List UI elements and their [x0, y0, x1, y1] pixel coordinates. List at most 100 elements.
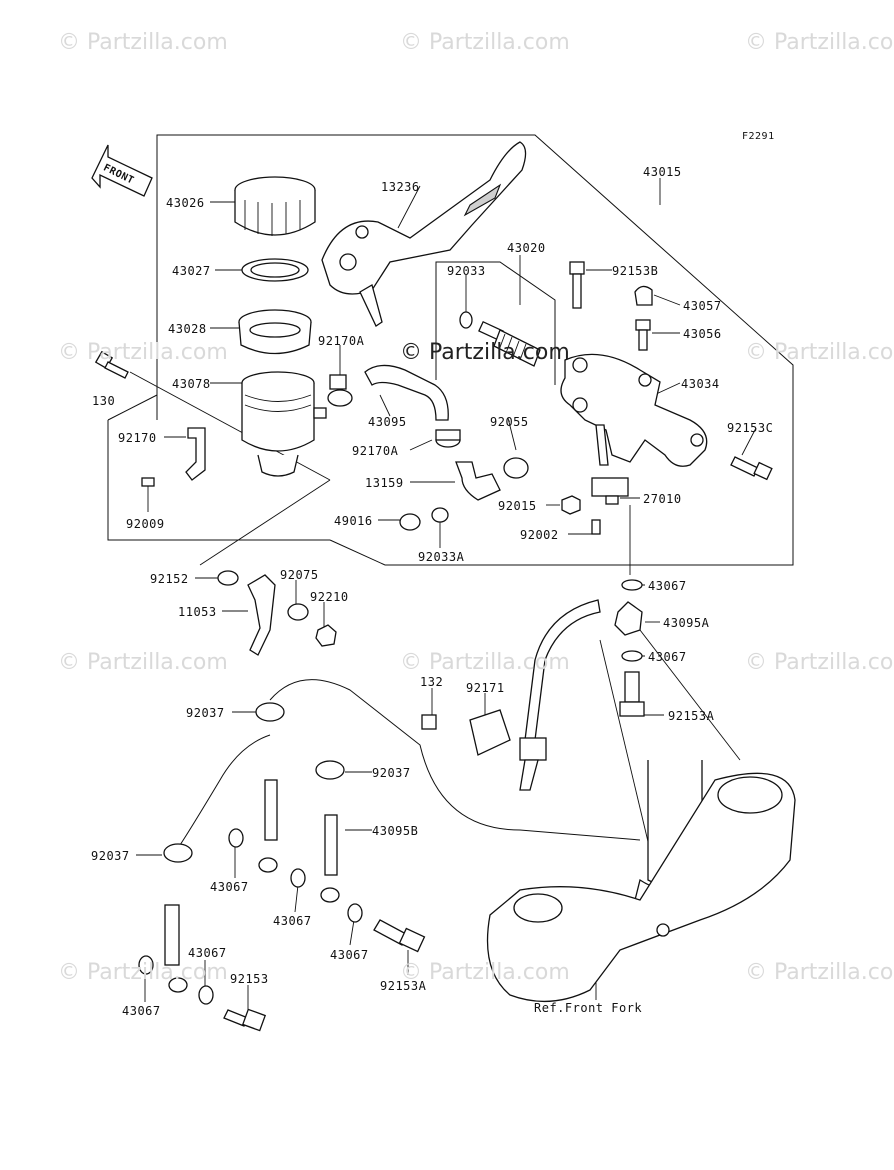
- callout-92153B: 92153B: [612, 264, 659, 278]
- bracket-92170: [185, 427, 206, 481]
- washers-43067-lower: [138, 828, 363, 1005]
- hose-43095B: [164, 779, 340, 993]
- callout-92037-middle: 92037: [372, 766, 411, 780]
- callout-43027: 43027: [172, 264, 211, 278]
- callout-92153C: 92153C: [727, 421, 774, 435]
- watermark: © Partzilla.com: [745, 960, 894, 985]
- callout-49016: 49016: [334, 514, 373, 528]
- callout-92002: 92002: [520, 528, 559, 542]
- watermark: © Partzilla.com: [745, 30, 894, 55]
- hose-43095A: [519, 599, 643, 791]
- banjo-92037-top: [255, 702, 285, 722]
- watermark: © Partzilla.com: [400, 960, 570, 985]
- callout-130: 130: [92, 394, 116, 408]
- damper-92075: [287, 603, 309, 621]
- nut-92015: [561, 495, 581, 515]
- reservoir-diaphragm: [238, 309, 312, 355]
- bolt-130: [94, 350, 129, 379]
- banjo-92037-middle: [315, 760, 345, 780]
- brake-lever: [321, 141, 527, 327]
- callout-43067-c: 43067: [330, 948, 369, 962]
- oring-92055: [503, 457, 529, 479]
- callout-27010: 27010: [643, 492, 682, 506]
- callout-92171: 92171: [466, 681, 505, 695]
- bolt-92153C: [730, 456, 773, 481]
- reservoir-cap: [234, 176, 316, 236]
- callout-92075: 92075: [280, 568, 319, 582]
- callout-43028: 43028: [168, 322, 207, 336]
- callout-92170A-lower: 92170A: [352, 444, 399, 458]
- callout-92033: 92033: [447, 264, 486, 278]
- circlip-92033A: [431, 507, 449, 523]
- reservoir-body: [241, 371, 327, 477]
- reference-label: Ref.Front Fork: [534, 1001, 643, 1015]
- switch-27010: [591, 477, 629, 505]
- assembly-outline-43020: [435, 261, 556, 385]
- callout-92153A-lower: 92153A: [380, 979, 427, 993]
- callout-43067-a: 43067: [210, 880, 249, 894]
- callout-43020: 43020: [507, 241, 546, 255]
- callout-43067-top: 43067: [648, 579, 687, 593]
- callout-92170: 92170: [118, 431, 157, 445]
- callout-92009: 92009: [126, 517, 165, 531]
- callout-92055: 92055: [490, 415, 529, 429]
- callout-92037-left: 92037: [91, 849, 130, 863]
- bolt-92153A-right: [619, 671, 645, 717]
- front-fork-reference: [486, 760, 796, 1003]
- watermark: © Partzilla.com: [58, 30, 228, 55]
- bleeder-valve-43056: [635, 319, 651, 351]
- callout-92037-top: 92037: [186, 706, 225, 720]
- grommet-49016: [399, 513, 421, 531]
- clamp-92171: [469, 709, 511, 756]
- screw-92002: [591, 519, 601, 535]
- callout-92015: 92015: [498, 499, 537, 513]
- watermark: © Partzilla.com: [58, 650, 228, 675]
- watermark: © Partzilla.com: [58, 340, 228, 365]
- callout-43067-d: 43067: [188, 946, 227, 960]
- callout-43067-e: 43067: [122, 1004, 161, 1018]
- clamp-92170A-lower: [435, 429, 461, 448]
- callout-43026: 43026: [166, 196, 205, 210]
- bolt-92153-lower: [223, 1008, 267, 1032]
- bolt-92153B: [569, 261, 585, 309]
- callout-43095A: 43095A: [663, 616, 710, 630]
- callout-92152: 92152: [150, 572, 189, 586]
- watermark: © Partzilla.com: [400, 30, 570, 55]
- callout-92033A: 92033A: [418, 550, 465, 564]
- hose-43095: [364, 364, 449, 421]
- clamp-92170A-upper: [327, 374, 353, 407]
- reservoir-plate: [241, 258, 309, 282]
- nut-92210: [315, 624, 337, 647]
- watermark: © Partzilla.com: [400, 650, 570, 675]
- front-arrow-icon: [91, 144, 153, 197]
- master-cylinder-body: [560, 353, 708, 467]
- watermark: © Partzilla.com: [58, 960, 228, 985]
- watermark: © Partzilla.com: [745, 340, 894, 365]
- callout-132: 132: [420, 675, 444, 689]
- piston-assembly: [459, 311, 541, 367]
- callout-43067-b: 43067: [273, 914, 312, 928]
- callout-92170A-upper: 92170A: [318, 334, 365, 348]
- callout-92153A-right: 92153A: [668, 709, 715, 723]
- bolt-132: [421, 714, 437, 730]
- callout-11053: 11053: [178, 605, 217, 619]
- callout-43034: 43034: [681, 377, 720, 391]
- callout-92153: 92153: [230, 972, 269, 986]
- callout-43015: 43015: [643, 165, 682, 179]
- callout-43067-mid: 43067: [648, 650, 687, 664]
- bleeder-cap-43057: [634, 285, 653, 306]
- callout-43095B: 43095B: [372, 824, 419, 838]
- watermark: © Partzilla.com: [400, 340, 570, 365]
- watermark: © Partzilla.com: [745, 650, 894, 675]
- banjo-92037-left: [163, 843, 193, 863]
- bracket-11053: [247, 574, 276, 656]
- screw-92009: [141, 477, 155, 487]
- callout-43078: 43078: [172, 377, 211, 391]
- collar-92152: [217, 570, 239, 586]
- figure-code: F2291: [742, 131, 775, 142]
- callout-43095: 43095: [368, 415, 407, 429]
- washer-43067-right: [621, 579, 643, 662]
- callout-13159: 13159: [365, 476, 404, 490]
- pipe-13159: [455, 461, 501, 501]
